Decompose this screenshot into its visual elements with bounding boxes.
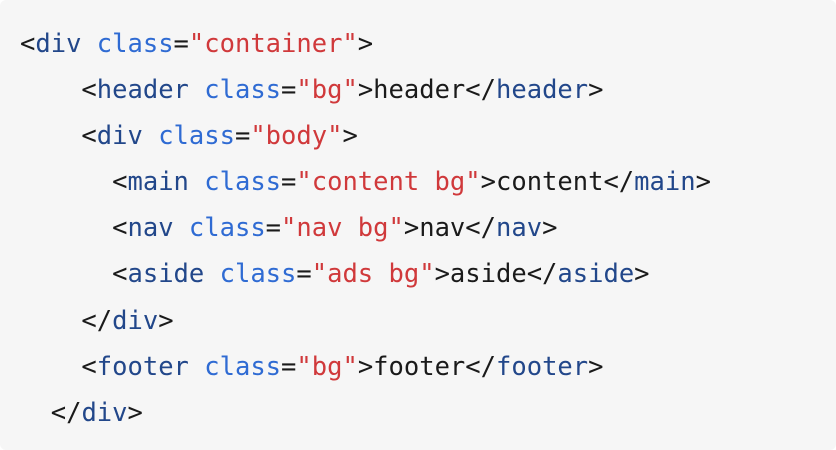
code-punctuation: > bbox=[357, 352, 374, 382]
code-attribute-name: class bbox=[158, 121, 235, 151]
code-attribute-name: class bbox=[204, 75, 282, 105]
code-text bbox=[20, 259, 112, 289]
code-equals-sign: = bbox=[173, 29, 189, 59]
code-line-9: </div> bbox=[20, 396, 143, 430]
code-tag-name: div bbox=[35, 29, 82, 59]
code-attribute-name: class bbox=[219, 259, 297, 289]
code-attribute-value: "container" bbox=[188, 29, 358, 59]
code-punctuation: </ bbox=[465, 75, 497, 105]
code-punctuation: < bbox=[81, 75, 97, 105]
code-text bbox=[20, 398, 51, 428]
code-tag-name: main bbox=[127, 167, 189, 197]
code-line-7: </div> bbox=[20, 304, 174, 338]
code-text bbox=[174, 213, 189, 243]
code-tag-name: div bbox=[112, 306, 159, 336]
code-tag-name: aside bbox=[557, 259, 635, 289]
code-attribute-name: class bbox=[188, 213, 266, 243]
code-punctuation: > bbox=[342, 121, 358, 151]
code-text bbox=[204, 259, 219, 289]
code-attribute-name: class bbox=[96, 29, 174, 59]
code-tag-name: header bbox=[96, 75, 189, 105]
code-punctuation: </ bbox=[526, 259, 558, 289]
code-text bbox=[20, 352, 81, 382]
code-punctuation: </ bbox=[50, 398, 82, 428]
code-text: aside bbox=[449, 259, 527, 289]
code-equals-sign: = bbox=[281, 167, 297, 197]
code-punctuation: < bbox=[112, 167, 128, 197]
code-line-5: <nav class="nav bg">nav</nav> bbox=[20, 211, 557, 245]
code-punctuation: < bbox=[81, 121, 97, 151]
code-punctuation: > bbox=[403, 213, 420, 243]
code-punctuation: < bbox=[112, 213, 128, 243]
code-punctuation: > bbox=[357, 29, 374, 59]
code-attribute-value: "content bg" bbox=[296, 167, 481, 197]
code-punctuation: < bbox=[81, 352, 97, 382]
code-punctuation: > bbox=[634, 259, 650, 289]
code-tag-name: main bbox=[634, 167, 696, 197]
code-punctuation: </ bbox=[603, 167, 635, 197]
code-text bbox=[20, 167, 112, 197]
code-equals-sign: = bbox=[296, 259, 312, 289]
code-line-1: <div class="container"> bbox=[20, 27, 373, 61]
code-attribute-value: "body" bbox=[250, 121, 343, 151]
code-equals-sign: = bbox=[234, 121, 251, 151]
code-attribute-name: class bbox=[204, 167, 282, 197]
code-text: header bbox=[373, 75, 466, 105]
code-attribute-value: "ads bg" bbox=[311, 259, 435, 289]
code-text bbox=[143, 121, 158, 151]
code-attribute-value: "bg" bbox=[296, 75, 358, 105]
code-punctuation: > bbox=[357, 75, 374, 105]
code-text bbox=[20, 75, 81, 105]
code-text bbox=[20, 306, 81, 336]
code-equals-sign: = bbox=[281, 352, 297, 382]
code-line-2: <header class="bg">header</header> bbox=[20, 73, 604, 107]
code-equals-sign: = bbox=[281, 75, 297, 105]
code-attribute-name: class bbox=[204, 352, 282, 382]
code-attribute-value: "bg" bbox=[296, 352, 358, 382]
code-punctuation: < bbox=[112, 259, 128, 289]
code-attribute-value: "nav bg" bbox=[281, 213, 404, 243]
code-tag-name: header bbox=[496, 75, 589, 105]
code-tag-name: aside bbox=[127, 259, 205, 289]
code-line-3: <div class="body"> bbox=[20, 119, 358, 153]
code-punctuation: > bbox=[158, 306, 174, 336]
code-text bbox=[20, 213, 112, 243]
code-punctuation: > bbox=[588, 352, 604, 382]
code-punctuation: > bbox=[434, 259, 450, 289]
code-line-6: <aside class="ads bg">aside</aside> bbox=[20, 257, 650, 291]
code-tag-name: div bbox=[81, 398, 128, 428]
code-punctuation: > bbox=[542, 213, 558, 243]
code-punctuation: </ bbox=[81, 306, 113, 336]
code-punctuation: </ bbox=[465, 213, 496, 243]
code-equals-sign: = bbox=[265, 213, 282, 243]
code-tag-name: nav bbox=[127, 213, 174, 243]
code-punctuation: > bbox=[588, 75, 604, 105]
code-punctuation: > bbox=[480, 167, 496, 197]
code-text bbox=[189, 75, 204, 105]
code-text bbox=[81, 29, 96, 59]
code-text bbox=[189, 167, 204, 197]
code-text bbox=[20, 121, 81, 151]
code-punctuation: > bbox=[127, 398, 143, 428]
code-text: content bbox=[495, 167, 604, 197]
code-tag-name: footer bbox=[96, 352, 189, 382]
code-line-4: <main class="content bg">content</main> bbox=[20, 165, 711, 199]
code-text: footer bbox=[373, 352, 466, 382]
code-text: nav bbox=[419, 213, 466, 243]
code-line-8: <footer class="bg">footer</footer> bbox=[20, 350, 604, 384]
code-punctuation: </ bbox=[465, 352, 497, 382]
code-tag-name: nav bbox=[496, 213, 543, 243]
code-tag-name: footer bbox=[496, 352, 589, 382]
code-punctuation: < bbox=[20, 29, 36, 59]
code-text bbox=[189, 352, 204, 382]
code-punctuation: > bbox=[695, 167, 711, 197]
code-tag-name: div bbox=[96, 121, 143, 151]
